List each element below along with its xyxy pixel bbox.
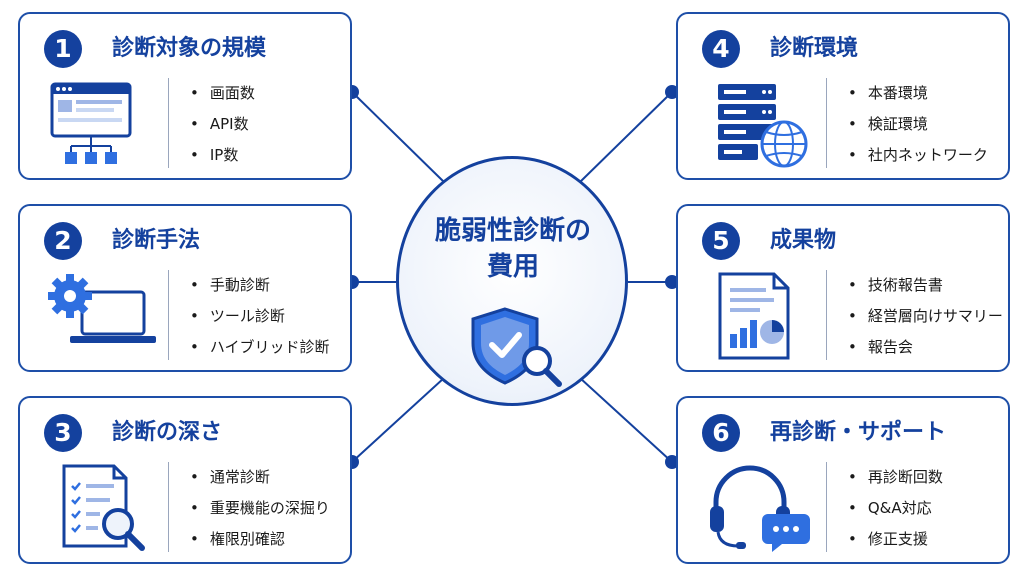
connector-1 [351, 91, 445, 183]
list-item: IP数 [190, 140, 255, 171]
connector-3 [351, 377, 445, 463]
shield-check-magnifier-icon [471, 307, 562, 387]
list-item: ツール診断 [190, 301, 330, 332]
list-item: 重要機能の深掘り [190, 493, 330, 524]
gear-laptop-icon [48, 274, 156, 343]
list-item: 報告会 [848, 332, 1003, 363]
card-number: 4 [702, 30, 740, 68]
hub-title-line-2: 費用 [486, 252, 539, 282]
connector-6 [579, 377, 673, 463]
checklist-magnifier-icon [62, 464, 145, 551]
divider [168, 462, 169, 552]
card-title: 診断手法 [112, 228, 201, 253]
card-depth: 3 診断の深さ 通常診断 重要機能の深掘り 権限別確認 [18, 396, 352, 564]
divider [168, 78, 169, 168]
hub-title-line-1: 脆弱性診断の [434, 216, 591, 246]
list-item: 検証環境 [848, 109, 988, 140]
web-sitemap-icon [50, 82, 132, 164]
card-deliverables: 5 成果物 技術報告書 経営層向けサマリー 報告会 [676, 204, 1010, 372]
list-item: API数 [190, 109, 255, 140]
card-number: 2 [44, 222, 82, 260]
list-item: 社内ネットワーク [848, 140, 988, 171]
connector-4 [579, 91, 673, 183]
card-number: 6 [702, 414, 740, 452]
server-globe-icon [718, 84, 808, 168]
center-hub: 脆弱性診断の 費用 [396, 156, 628, 406]
divider [826, 78, 827, 168]
headset-chat-icon [710, 465, 810, 552]
card-number: 5 [702, 222, 740, 260]
item-list: 技術報告書 経営層向けサマリー 報告会 [848, 270, 1003, 363]
list-item: 経営層向けサマリー [848, 301, 1003, 332]
list-item: ハイブリッド診断 [190, 332, 330, 363]
list-item: 手動診断 [190, 270, 330, 301]
card-number: 3 [44, 414, 82, 452]
item-list: 手動診断 ツール診断 ハイブリッド診断 [190, 270, 330, 363]
list-item: 通常診断 [190, 462, 330, 493]
report-chart-icon [718, 272, 790, 360]
list-item: 修正支援 [848, 524, 943, 555]
list-item: 技術報告書 [848, 270, 1003, 301]
card-title: 成果物 [770, 228, 837, 253]
divider [826, 270, 827, 360]
card-number: 1 [44, 30, 82, 68]
card-title: 診断の深さ [112, 420, 223, 445]
item-list: 本番環境 検証環境 社内ネットワーク [848, 78, 988, 171]
hub-title: 脆弱性診断の 費用 [413, 213, 613, 285]
card-title: 再診断・サポート [770, 420, 947, 445]
list-item: 再診断回数 [848, 462, 943, 493]
card-title: 診断対象の規模 [112, 36, 267, 61]
card-method: 2 診断手法 手動診断 [18, 204, 352, 372]
divider [168, 270, 169, 360]
card-environment: 4 診断環境 本番環境 検証環境 社内ネットワ [676, 12, 1010, 180]
card-target-scale: 1 診断対象の規模 画面数 API数 IP数 [18, 12, 352, 180]
list-item: 画面数 [190, 78, 255, 109]
divider [826, 462, 827, 552]
item-list: 再診断回数 Q&A対応 修正支援 [848, 462, 943, 555]
card-support: 6 再診断・サポート 再診断回数 Q&A対応 修正支援 [676, 396, 1010, 564]
item-list: 画面数 API数 IP数 [190, 78, 255, 171]
item-list: 通常診断 重要機能の深掘り 権限別確認 [190, 462, 330, 555]
list-item: Q&A対応 [848, 493, 943, 524]
list-item: 本番環境 [848, 78, 988, 109]
card-title: 診断環境 [770, 36, 859, 61]
list-item: 権限別確認 [190, 524, 330, 555]
